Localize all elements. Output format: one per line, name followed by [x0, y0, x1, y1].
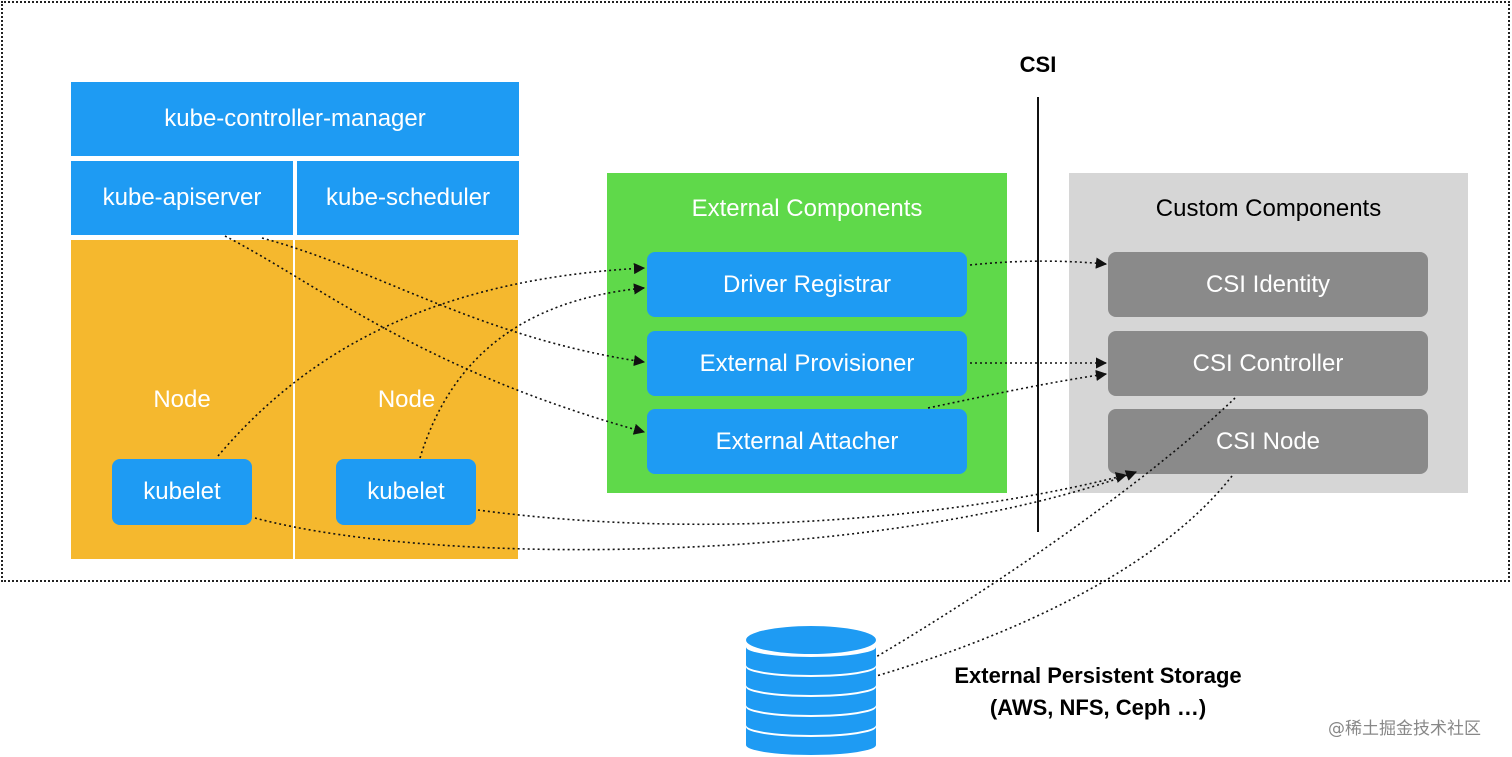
storage-label-line1: External Persistent Storage: [954, 663, 1242, 688]
dotted-connectors: [217, 235, 1236, 693]
csi-controller-box: CSI Controller: [1108, 331, 1428, 396]
node-label-1: Node: [153, 386, 211, 413]
kube-scheduler-label: kube-scheduler: [325, 184, 491, 211]
kubelet-label-2: kubelet: [367, 478, 445, 505]
external-components-title: External Components: [691, 195, 923, 222]
kube-apiserver-box: kube-apiserver: [71, 161, 293, 235]
arrow-csinode-storage: [824, 475, 1233, 693]
external-provisioner-label: External Provisioner: [699, 349, 915, 377]
arrow-apiserver-attacher: [224, 235, 646, 435]
csi-controller-label: CSI Controller: [1192, 349, 1344, 377]
kube-apiserver-label: kube-apiserver: [102, 184, 262, 211]
kubelet-label-1: kubelet: [143, 478, 221, 505]
csi-identity-label: CSI Identity: [1205, 270, 1331, 298]
arrow-attacher-controller: [927, 369, 1108, 409]
external-attacher-box: External Attacher: [647, 409, 967, 474]
csi-node-label: CSI Node: [1215, 427, 1321, 455]
arrow-kubelet1-registrar: [217, 262, 646, 457]
kubelet-box-1: kubelet: [112, 459, 252, 525]
node-label-2: Node: [377, 386, 436, 413]
arrow-kubelet1-csinode: [254, 470, 1138, 551]
storage-label-line2: (AWS, NFS, Ceph …): [989, 695, 1207, 720]
kubelet-box-2: kubelet: [336, 459, 476, 525]
database-icon: [746, 626, 876, 755]
arrow-kubelet2-csinode: [477, 472, 1128, 526]
cluster-boundary: [1, 1, 1510, 582]
arrow-controller-storage: [821, 397, 1236, 689]
csi-identity-box: CSI Identity: [1108, 252, 1428, 317]
kube-controller-manager-label: kube-controller-manager: [164, 105, 426, 132]
custom-components-title: Custom Components: [1155, 195, 1382, 222]
external-attacher-label: External Attacher: [715, 427, 899, 455]
kube-scheduler-box: kube-scheduler: [297, 161, 519, 235]
csi-divider-label: CSI: [1019, 52, 1057, 77]
driver-registrar-label: Driver Registrar: [722, 270, 892, 298]
watermark-text: @稀土掘金技术社区: [1328, 719, 1481, 739]
arrow-apiserver-provisioner: [261, 237, 646, 367]
external-provisioner-box: External Provisioner: [647, 331, 967, 396]
driver-registrar-box: Driver Registrar: [647, 252, 967, 317]
arrow-registrar-identity: [969, 257, 1108, 269]
csi-node-box: CSI Node: [1108, 409, 1428, 474]
arrow-kubelet2-registrar: [419, 283, 646, 459]
kube-controller-manager-box: kube-controller-manager: [71, 82, 519, 156]
